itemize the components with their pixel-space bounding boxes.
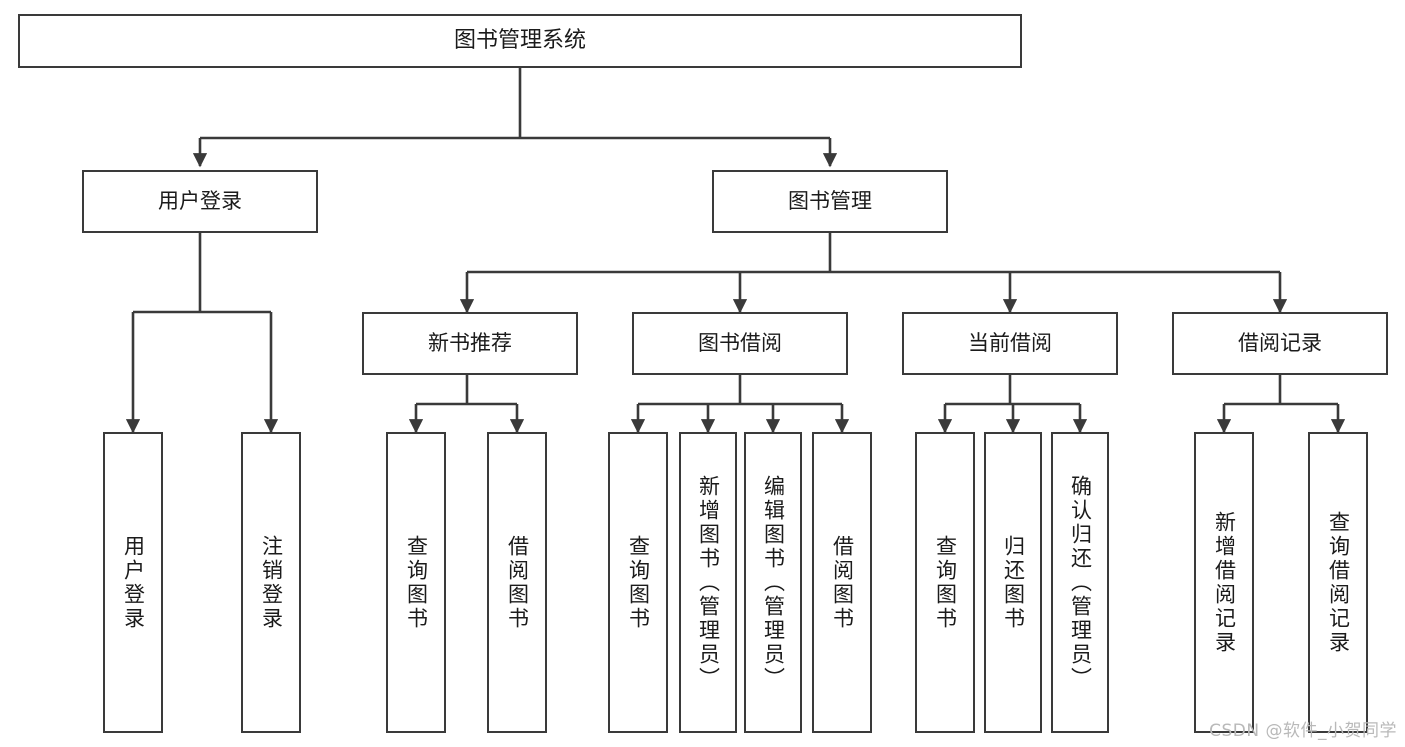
node-leaf-query-book-1-label: 查询图书 <box>404 534 429 631</box>
node-user-login-label: 用户登录 <box>158 188 242 213</box>
node-leaf-add-book-label: 新增图书（管理员） <box>696 474 721 691</box>
node-new-book-rec[interactable]: 新书推荐 <box>362 312 578 375</box>
node-leaf-user-login-label: 用户登录 <box>121 534 146 631</box>
node-root[interactable]: 图书管理系统 <box>18 14 1022 68</box>
node-leaf-query-book-2[interactable]: 查询图书 <box>608 432 668 733</box>
node-leaf-borrow-book-1[interactable]: 借阅图书 <box>487 432 547 733</box>
node-leaf-user-login[interactable]: 用户登录 <box>103 432 163 733</box>
node-current-borrow-label: 当前借阅 <box>968 330 1052 355</box>
node-leaf-query-record[interactable]: 查询借阅记录 <box>1308 432 1368 733</box>
node-book-manage-label: 图书管理 <box>788 188 872 213</box>
node-current-borrow[interactable]: 当前借阅 <box>902 312 1118 375</box>
node-book-manage[interactable]: 图书管理 <box>712 170 948 233</box>
node-leaf-query-book-3-label: 查询图书 <box>933 534 958 631</box>
node-leaf-query-book-2-label: 查询图书 <box>626 534 651 631</box>
node-leaf-logout[interactable]: 注销登录 <box>241 432 301 733</box>
node-new-book-rec-label: 新书推荐 <box>428 330 512 355</box>
node-book-borrow[interactable]: 图书借阅 <box>632 312 848 375</box>
node-leaf-query-record-label: 查询借阅记录 <box>1326 510 1351 655</box>
node-leaf-confirm-return[interactable]: 确认归还（管理员） <box>1051 432 1109 733</box>
node-book-borrow-label: 图书借阅 <box>698 330 782 355</box>
node-root-label: 图书管理系统 <box>453 27 586 53</box>
node-leaf-query-book-1[interactable]: 查询图书 <box>386 432 446 733</box>
node-borrow-record[interactable]: 借阅记录 <box>1172 312 1388 375</box>
node-leaf-borrow-book-2[interactable]: 借阅图书 <box>812 432 872 733</box>
node-leaf-add-record-label: 新增借阅记录 <box>1212 510 1237 655</box>
node-leaf-add-book[interactable]: 新增图书（管理员） <box>679 432 737 733</box>
node-leaf-logout-label: 注销登录 <box>259 534 284 631</box>
node-leaf-query-book-3[interactable]: 查询图书 <box>915 432 975 733</box>
node-leaf-confirm-return-label: 确认归还（管理员） <box>1068 474 1093 691</box>
node-leaf-return-book[interactable]: 归还图书 <box>984 432 1042 733</box>
node-leaf-borrow-book-2-label: 借阅图书 <box>830 534 855 631</box>
node-user-login[interactable]: 用户登录 <box>82 170 318 233</box>
csdn-watermark: CSDN @软件_小贺同学 <box>1209 721 1397 741</box>
node-leaf-borrow-book-1-label: 借阅图书 <box>505 534 530 631</box>
node-leaf-edit-book-label: 编辑图书（管理员） <box>761 474 786 691</box>
node-leaf-edit-book[interactable]: 编辑图书（管理员） <box>744 432 802 733</box>
node-borrow-record-label: 借阅记录 <box>1238 330 1322 355</box>
node-leaf-add-record[interactable]: 新增借阅记录 <box>1194 432 1254 733</box>
node-leaf-return-book-label: 归还图书 <box>1001 534 1026 631</box>
